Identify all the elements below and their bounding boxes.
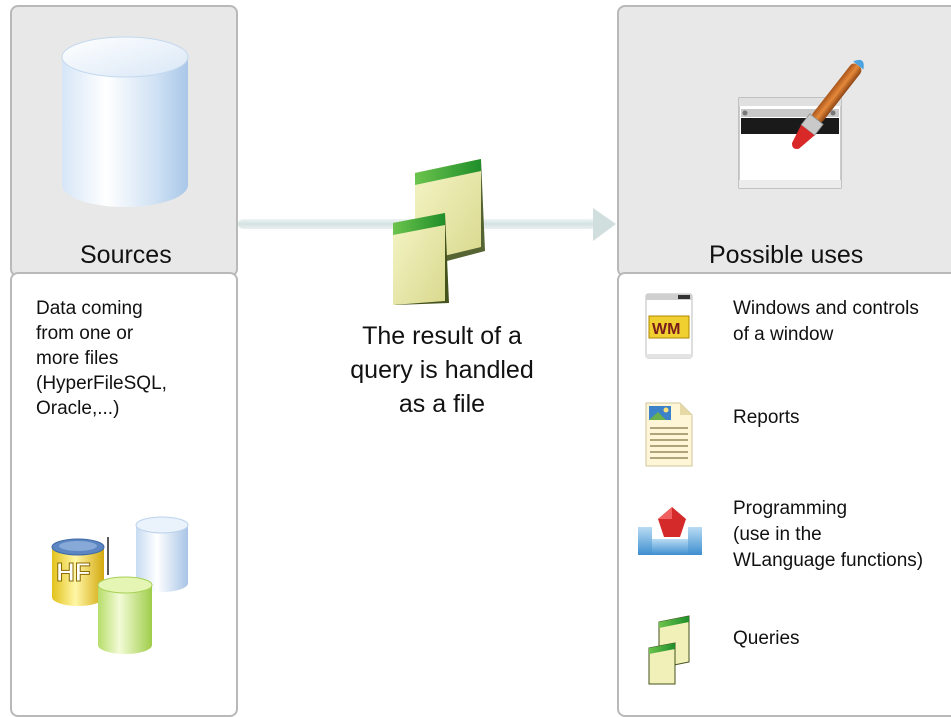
hyperfilesql-databases-icon: HF bbox=[51, 516, 189, 654]
sources-title: Sources bbox=[80, 241, 172, 269]
window-paintbrush-icon bbox=[738, 59, 864, 189]
window-controls-icon: WM bbox=[645, 293, 693, 359]
hf-logo-text: HF bbox=[56, 557, 91, 587]
uses-title: Possible uses bbox=[709, 241, 864, 269]
center-caption: The result of a query is handled as a fi… bbox=[350, 322, 534, 418]
queries-icon bbox=[648, 615, 690, 685]
sources-description: Data coming from one or more files (Hype… bbox=[36, 298, 167, 419]
database-icon bbox=[61, 36, 189, 207]
use-item-queries: Queries bbox=[733, 628, 800, 649]
programming-icon bbox=[638, 507, 702, 555]
query-result-file-icon bbox=[393, 159, 485, 305]
wm-logo-text: WM bbox=[652, 321, 680, 338]
report-icon bbox=[645, 402, 693, 467]
use-item-programming: Programming (use in the WLanguage functi… bbox=[733, 498, 924, 571]
use-item-reports: Reports bbox=[733, 407, 800, 428]
use-item-window-controls: Windows and controls of a window bbox=[733, 298, 919, 345]
